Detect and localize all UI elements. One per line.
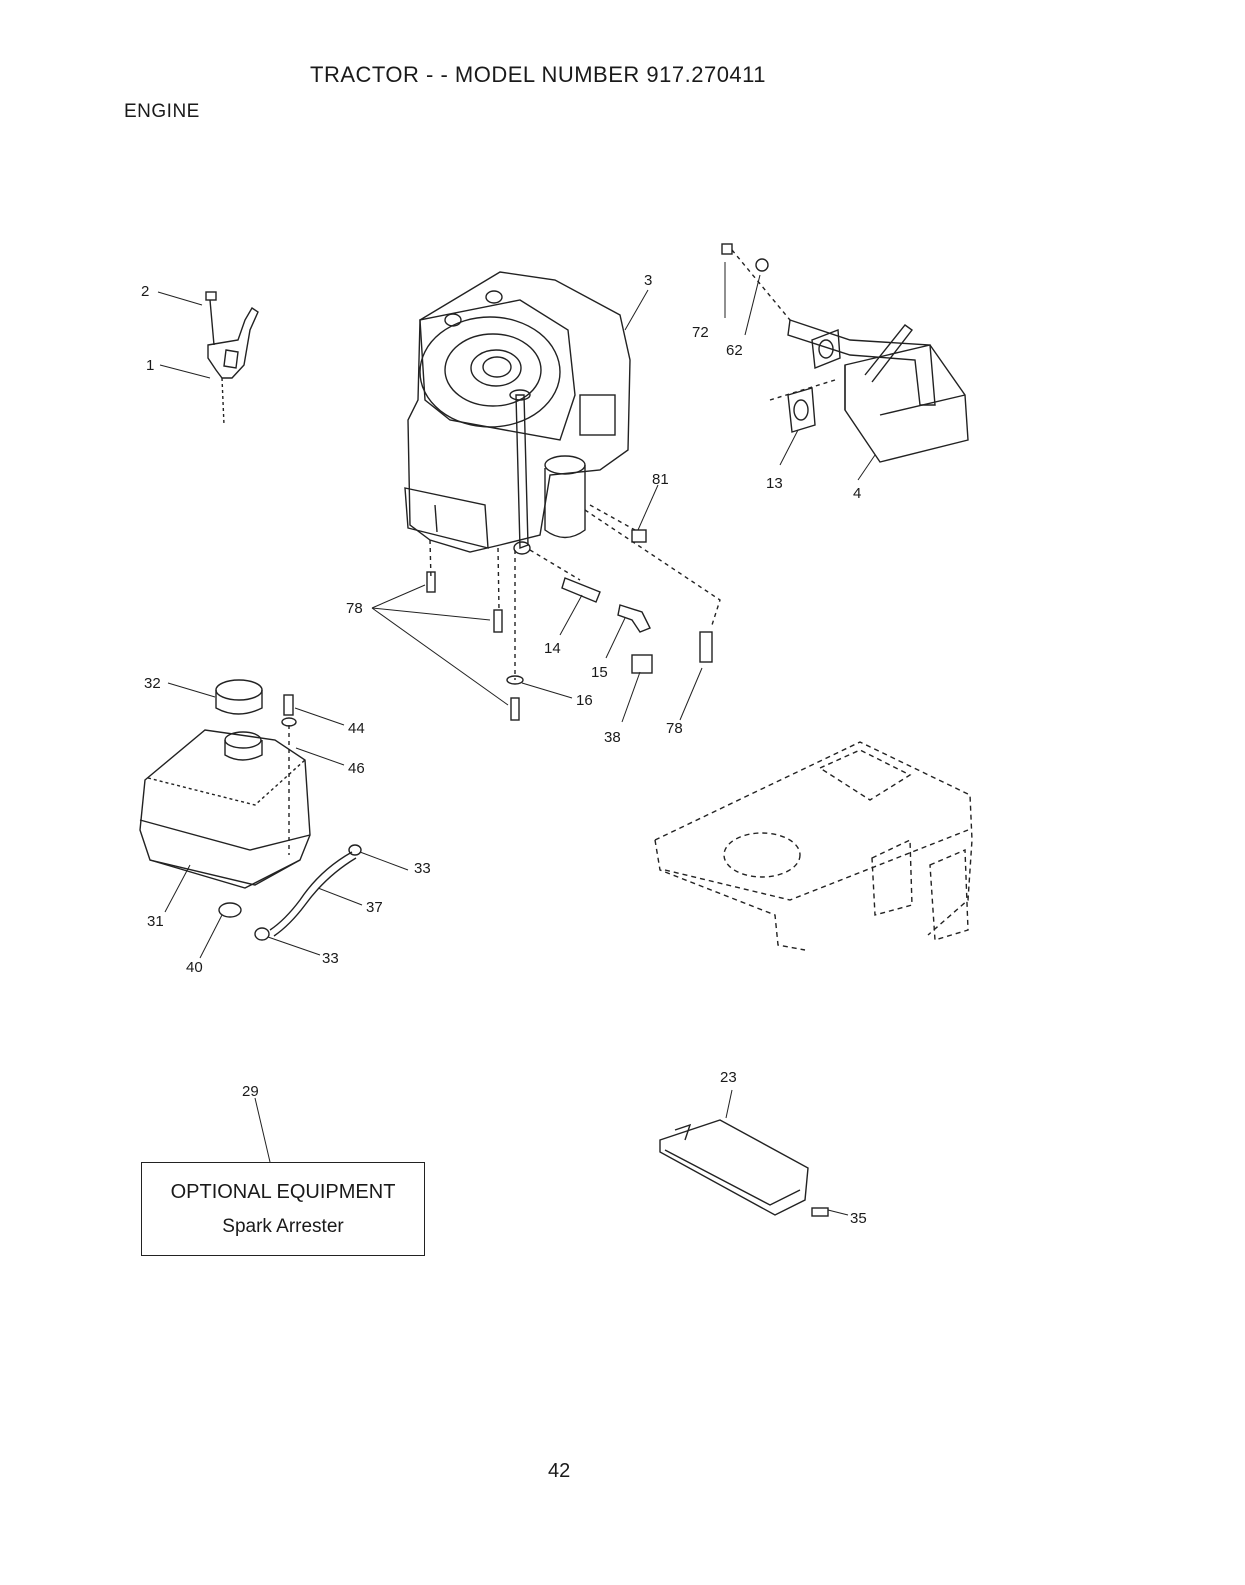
callout-78-a: 78 <box>346 600 363 617</box>
callout-81: 81 <box>652 471 669 488</box>
callout-31: 31 <box>147 913 164 930</box>
callout-40: 40 <box>186 959 203 976</box>
callout-1: 1 <box>146 357 154 374</box>
callout-72: 72 <box>692 324 709 341</box>
callout-44: 44 <box>348 720 365 737</box>
heat-shield <box>660 1120 828 1216</box>
callout-35: 35 <box>850 1210 867 1227</box>
callout-46: 46 <box>348 760 365 777</box>
callout-labels: 2 1 3 72 62 13 4 81 78 14 15 16 38 78 32… <box>141 272 867 1227</box>
optional-equipment-box: OPTIONAL EQUIPMENT Spark Arrester <box>141 1162 425 1256</box>
oil-drain-parts <box>507 530 652 684</box>
callout-33-a: 33 <box>414 860 431 877</box>
callout-3: 3 <box>644 272 652 289</box>
callout-33-b: 33 <box>322 950 339 967</box>
callout-15: 15 <box>591 664 608 681</box>
callout-2: 2 <box>141 283 149 300</box>
callout-32: 32 <box>144 675 161 692</box>
muffler <box>722 244 968 462</box>
engine <box>405 272 720 680</box>
callout-78-b: 78 <box>666 720 683 737</box>
bolts-78 <box>427 572 712 720</box>
callout-29: 29 <box>242 1083 259 1100</box>
callout-14: 14 <box>544 640 561 657</box>
tractor-frame <box>655 742 972 950</box>
callout-13: 13 <box>766 475 783 492</box>
callout-23: 23 <box>720 1069 737 1086</box>
callout-4: 4 <box>853 485 861 502</box>
throttle-control <box>206 292 258 425</box>
optional-equipment-title: OPTIONAL EQUIPMENT <box>142 1181 424 1204</box>
callout-16: 16 <box>576 692 593 709</box>
optional-equipment-subtitle: Spark Arrester <box>142 1216 424 1238</box>
callout-62: 62 <box>726 342 743 359</box>
fuel-tank <box>140 680 310 917</box>
callout-37: 37 <box>366 899 383 916</box>
callout-38: 38 <box>604 729 621 746</box>
fuel-line <box>255 845 361 940</box>
page-number: 42 <box>548 1460 570 1483</box>
